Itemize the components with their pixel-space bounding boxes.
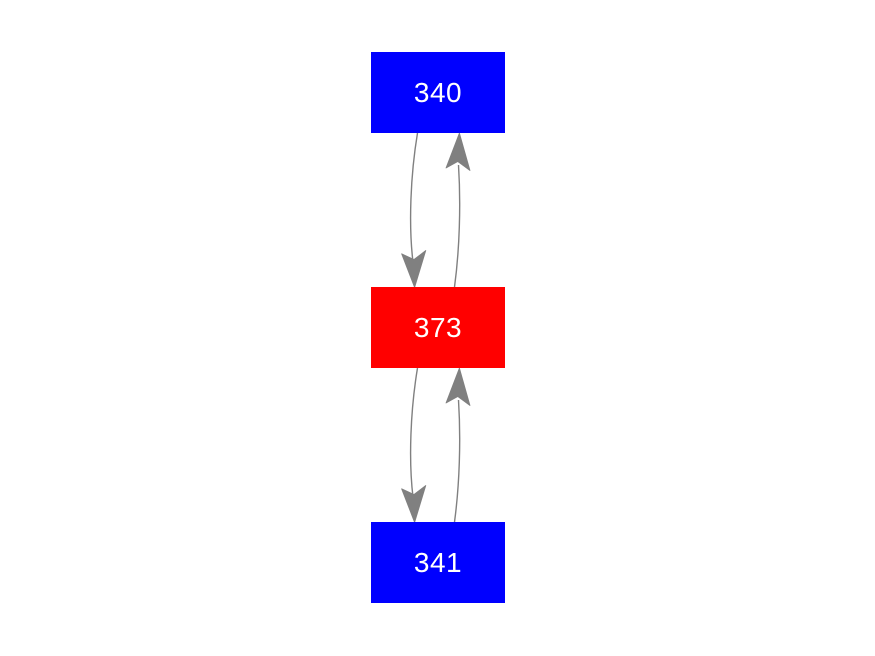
edge-373-to-341[interactable] — [401, 367, 427, 523]
edge-373-to-341-arrowhead — [401, 485, 427, 523]
edge-373-to-340[interactable] — [445, 132, 471, 288]
edge-340-to-373-line — [409, 132, 419, 263]
edge-340-to-373[interactable] — [401, 132, 427, 288]
edge-341-to-373[interactable] — [445, 367, 471, 523]
graph-node-340-label: 340 — [413, 76, 463, 108]
graph-node-340[interactable]: 340 — [371, 52, 505, 133]
edge-373-to-340-line — [453, 164, 461, 288]
graph-node-341[interactable]: 341 — [371, 522, 505, 603]
edge-373-to-341-line — [409, 367, 419, 498]
graph-node-373[interactable]: 373 — [371, 287, 505, 368]
edge-341-to-373-line — [453, 399, 461, 523]
graph-node-373-label: 373 — [413, 311, 463, 343]
edge-340-to-373-arrowhead — [401, 250, 427, 288]
graph-node-341-label: 341 — [413, 546, 463, 578]
edge-341-to-373-arrowhead — [445, 367, 471, 406]
edge-373-to-340-arrowhead — [445, 132, 471, 171]
